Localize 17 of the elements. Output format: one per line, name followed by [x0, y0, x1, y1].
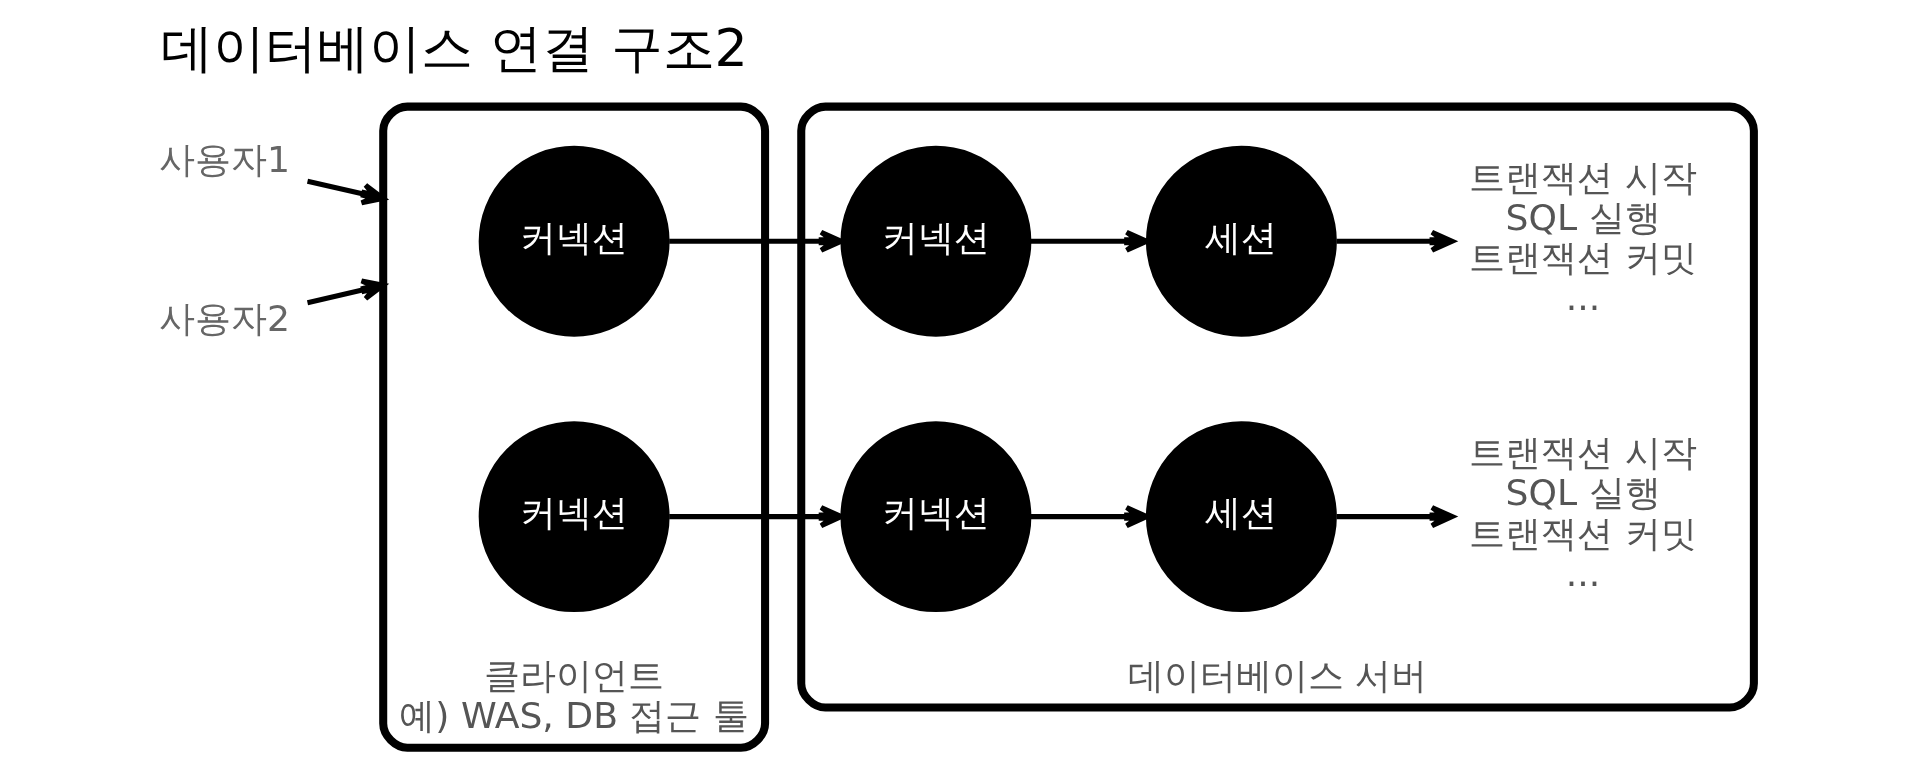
node-text: 트랜잭션 시작 SQL 실행 트랜잭션 커밋 ...: [1469, 431, 1697, 595]
arrow: [306, 278, 386, 306]
arrow: [1030, 229, 1150, 253]
node-circle: 세션: [1145, 145, 1337, 337]
diagram-title: 데이터베이스 연결 구조2: [161, 18, 748, 79]
node-text: 사용자2: [158, 296, 290, 340]
node-circle: 커넥션: [840, 421, 1032, 613]
node-circle: 커넥션: [478, 145, 670, 337]
node-text: 사용자1: [158, 137, 290, 181]
arrow: [306, 178, 386, 206]
node-text: 트랜잭션 시작 SQL 실행 트랜잭션 커밋 ...: [1469, 155, 1697, 320]
arrow: [669, 229, 844, 253]
node-circle: 커넥션: [478, 421, 670, 613]
arrow: [669, 505, 844, 529]
arrow: [1030, 505, 1150, 529]
node-circle: 커넥션: [840, 145, 1032, 337]
node-circle: 세션: [1145, 421, 1337, 613]
